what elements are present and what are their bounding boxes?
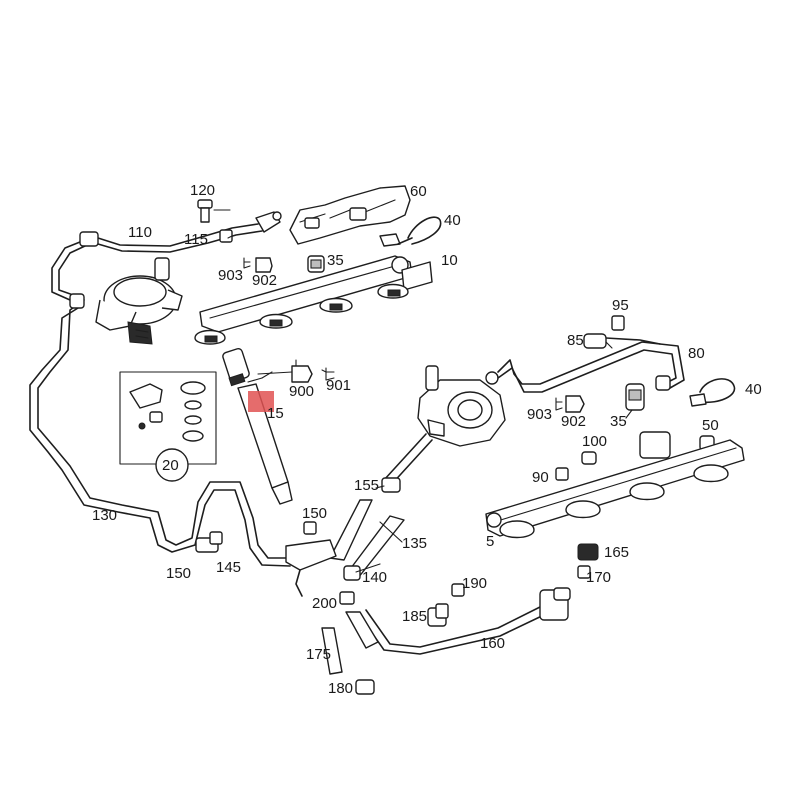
- callout-900: 900: [289, 383, 314, 400]
- pressure-sensor-35-right[interactable]: [625, 383, 645, 411]
- bolt-95[interactable]: [611, 315, 625, 331]
- seal-kit-20[interactable]: [119, 371, 217, 482]
- callout-180: 180: [328, 680, 353, 697]
- callout-110: 110: [128, 224, 152, 241]
- callout-35-right: 35: [610, 413, 627, 430]
- fitting-185[interactable]: [435, 603, 449, 619]
- callout-10: 10: [441, 252, 458, 269]
- callout-901: 901: [326, 377, 351, 394]
- junction-fitting[interactable]: [285, 539, 337, 597]
- callout-labels: 10 15 20 35 35 40 40 5 50 60 80 85 90 95…: [92, 182, 762, 697]
- callout-150-left: 150: [166, 565, 191, 582]
- callout-60: 60: [410, 183, 427, 200]
- callout-5: 5: [486, 533, 494, 550]
- callout-130: 130: [92, 507, 117, 524]
- clip-903-right[interactable]: [555, 397, 563, 411]
- leader-lines: [213, 209, 633, 573]
- fitting-110-left: [79, 231, 99, 247]
- fitting-110-lower: [69, 293, 85, 309]
- cable-tie-40-upper[interactable]: [379, 216, 442, 247]
- connector-900[interactable]: [257, 365, 313, 383]
- clip-903-upper[interactable]: [243, 257, 251, 269]
- callout-90: 90: [532, 469, 549, 486]
- cover-60[interactable]: [289, 185, 411, 245]
- nut-115[interactable]: [219, 229, 233, 243]
- callout-155: 155: [354, 477, 379, 494]
- fitting-180[interactable]: [355, 679, 375, 695]
- fitting-165[interactable]: [577, 543, 599, 561]
- fitting-190[interactable]: [451, 583, 465, 597]
- callout-85: 85: [567, 332, 584, 349]
- callout-170: 170: [586, 569, 611, 586]
- highlight-marker: [248, 391, 274, 412]
- connector-902-upper[interactable]: [255, 257, 273, 273]
- callout-115: 115: [184, 231, 208, 248]
- callout-160: 160: [480, 635, 505, 652]
- callout-165: 165: [604, 544, 629, 561]
- callout-40-right: 40: [745, 381, 762, 398]
- fitting-150-left[interactable]: [209, 531, 223, 545]
- cable-tie-40-right[interactable]: [689, 378, 736, 407]
- callout-135: 135: [402, 535, 427, 552]
- bolt-120[interactable]: [197, 199, 213, 223]
- callout-100: 100: [582, 433, 607, 450]
- callout-145: 145: [216, 559, 241, 576]
- callout-40-upper: 40: [444, 212, 461, 229]
- callout-902-upper: 902: [252, 272, 277, 289]
- callout-903-right: 903: [527, 406, 552, 423]
- fuel-rail-10[interactable]: [194, 255, 433, 345]
- callout-175: 175: [306, 646, 331, 663]
- fuel-rail-5[interactable]: [485, 431, 745, 539]
- callout-150-right: 150: [302, 505, 327, 522]
- high-pressure-pump-left[interactable]: [95, 257, 183, 345]
- pressure-sensor-35-upper[interactable]: [307, 255, 325, 273]
- callout-80: 80: [688, 345, 705, 362]
- callout-95: 95: [612, 297, 629, 314]
- fuel-injector-15[interactable]: [222, 347, 293, 505]
- bolt-90[interactable]: [555, 467, 569, 481]
- hose-175[interactable]: [321, 611, 379, 675]
- callout-190: 190: [462, 575, 487, 592]
- high-pressure-pump-center[interactable]: [417, 341, 685, 447]
- callout-902-right: 902: [561, 413, 586, 430]
- callout-20: 20: [162, 457, 179, 474]
- bolt-100[interactable]: [581, 451, 597, 465]
- fitting-140[interactable]: [343, 565, 361, 581]
- callout-35-upper: 35: [327, 252, 344, 269]
- callout-903-upper: 903: [218, 267, 243, 284]
- fuel-line-110[interactable]: [51, 211, 282, 309]
- fuel-line-160[interactable]: [359, 587, 571, 655]
- connector-155[interactable]: [381, 433, 433, 493]
- callout-15: 15: [267, 405, 284, 422]
- fitting-170[interactable]: [577, 565, 591, 579]
- callout-140: 140: [362, 569, 387, 586]
- fuel-line-130[interactable]: [29, 299, 291, 567]
- callout-120: 120: [190, 182, 215, 199]
- callout-50: 50: [702, 417, 719, 434]
- callout-200: 200: [312, 595, 337, 612]
- hose-135[interactable]: [329, 499, 405, 579]
- callout-185: 185: [402, 608, 427, 625]
- fitting-200[interactable]: [339, 591, 355, 605]
- connector-902-right[interactable]: [565, 395, 585, 413]
- fitting-150-right[interactable]: [303, 521, 317, 535]
- fuel-line-80[interactable]: [583, 333, 671, 391]
